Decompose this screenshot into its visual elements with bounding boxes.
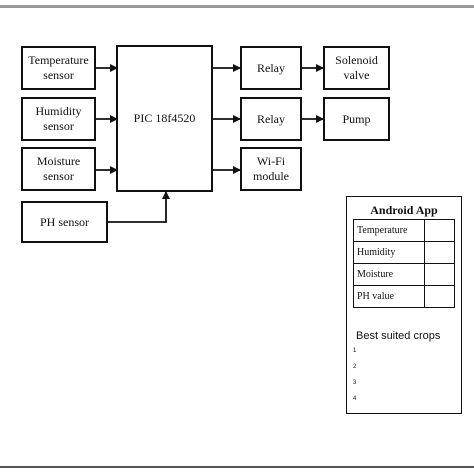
temperature-sensor-block: Temperature sensor bbox=[21, 46, 96, 90]
table-row: Moisture bbox=[353, 263, 455, 286]
table-row: PH value bbox=[353, 285, 455, 308]
ph-sensor-block: PH sensor bbox=[21, 201, 108, 243]
arrow-ph-to-pic bbox=[107, 191, 170, 223]
pump-block: Pump bbox=[323, 97, 390, 141]
wifi-module-block: Wi-Fi module bbox=[240, 147, 302, 191]
value-cell-moisture bbox=[424, 263, 455, 286]
sensor-readings-table: Temperature Humidity Moisture PH value bbox=[353, 219, 455, 308]
list-item: 2 bbox=[353, 364, 357, 370]
list-item: 1 bbox=[353, 348, 357, 354]
row-label-temperature: Temperature bbox=[353, 219, 425, 242]
solenoid-valve-block: Solenoid valve bbox=[323, 46, 390, 90]
humidity-sensor-block: Humidity sensor bbox=[21, 97, 96, 141]
relay-2-block: Relay bbox=[240, 97, 302, 141]
list-item: 4 bbox=[353, 396, 357, 402]
value-cell-ph bbox=[424, 285, 455, 308]
row-label-moisture: Moisture bbox=[353, 263, 425, 286]
row-label-ph: PH value bbox=[353, 285, 425, 308]
bottom-rule bbox=[0, 466, 474, 468]
row-label-humidity: Humidity bbox=[353, 241, 425, 264]
top-rule bbox=[0, 5, 474, 8]
android-app-title: Android App bbox=[370, 203, 438, 217]
relay-1-block: Relay bbox=[240, 46, 302, 90]
crops-list: 1 2 3 4 bbox=[353, 347, 356, 411]
table-row: Temperature bbox=[353, 219, 455, 242]
moisture-sensor-block: Moisture sensor bbox=[21, 147, 96, 191]
value-cell-temperature bbox=[424, 219, 455, 242]
table-row: Humidity bbox=[353, 241, 455, 264]
pic-controller-block: PIC 18f4520 bbox=[116, 45, 213, 192]
android-app-panel: Android App Temperature Humidity Moistur… bbox=[346, 196, 462, 414]
list-item: 3 bbox=[353, 380, 357, 386]
value-cell-humidity bbox=[424, 241, 455, 264]
best-crops-heading: Best suited crops bbox=[356, 330, 441, 342]
